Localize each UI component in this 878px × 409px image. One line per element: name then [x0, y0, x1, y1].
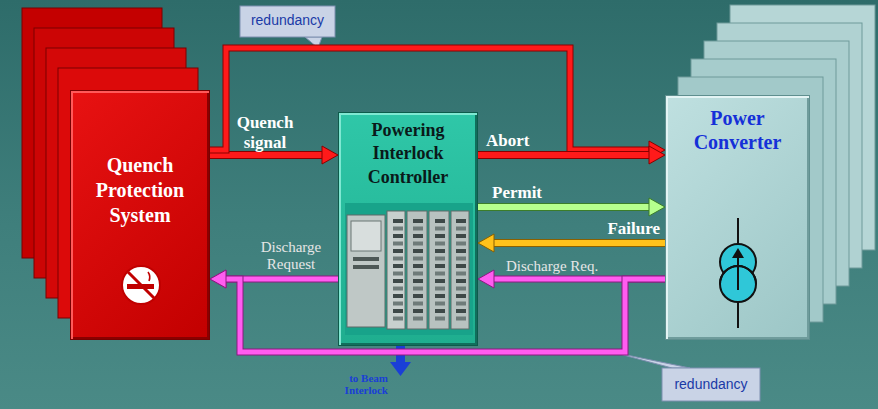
- current-source-symbol: [706, 218, 770, 328]
- callout-text: redundancy: [240, 12, 335, 28]
- node-title: Powering Interlock Controller: [343, 119, 473, 189]
- signal-label: Discharge Req.: [506, 258, 620, 275]
- signal-label: Permit: [492, 183, 572, 203]
- power-converter-box: Power Converter: [665, 95, 810, 340]
- signal-label: Failure: [580, 219, 660, 239]
- interlock-controller-box: Powering Interlock Controller: [338, 112, 478, 346]
- no-smoking-icon: [119, 263, 163, 307]
- quench-protection-box: Quench Protection System: [70, 90, 210, 340]
- callout-text: redundancy: [662, 376, 760, 392]
- signal-label: Discharge Request: [246, 239, 336, 274]
- signal-label: Abort: [486, 131, 556, 151]
- node-title: Power Converter: [670, 106, 805, 154]
- node-title: Quench Protection System: [77, 153, 203, 228]
- signal-label: Quench signal: [232, 113, 298, 152]
- plc-illustration: [345, 203, 473, 335]
- beam-interlock-label: to Beam Interlock: [322, 372, 388, 396]
